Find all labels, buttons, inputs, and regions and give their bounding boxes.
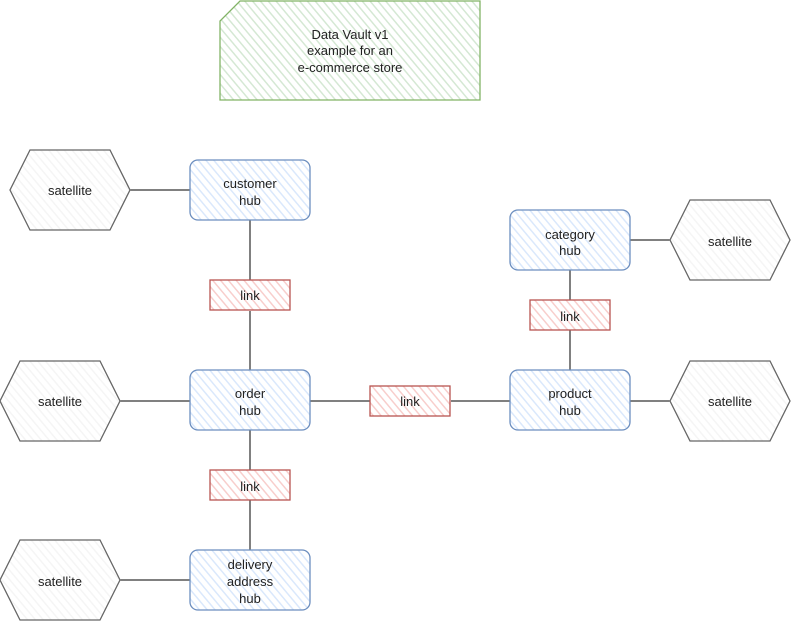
satellite-delivery-label: satellite <box>38 574 82 589</box>
link-customer-order-box[interactable] <box>209 279 291 311</box>
hub-product-line-2: hub <box>559 403 581 418</box>
link-order-delivery[interactable]: link <box>209 469 291 501</box>
satellite-customer-shape[interactable] <box>9 149 131 231</box>
satellite-order[interactable]: satellite <box>0 360 121 442</box>
satellite-category[interactable]: satellite <box>669 199 791 281</box>
hub-order-box[interactable] <box>189 369 311 431</box>
hub-category-line-2: hub <box>559 243 581 258</box>
satellite-category-label: satellite <box>708 234 752 249</box>
hub-order-line-1: order <box>235 386 266 401</box>
hub-delivery-address[interactable]: delivery address hub <box>189 549 311 611</box>
link-order-product-box[interactable] <box>369 385 451 417</box>
note-line-1: Data Vault v1 <box>311 27 388 42</box>
satellite-delivery[interactable]: satellite <box>0 539 121 621</box>
hub-delivery-line-1: delivery <box>228 557 273 572</box>
edges <box>120 189 670 581</box>
hub-delivery-line-3: hub <box>239 591 261 606</box>
title-note: Data Vault v1 example for an e-commerce … <box>219 0 481 101</box>
hub-order[interactable]: order hub <box>189 369 311 431</box>
satellite-customer[interactable]: satellite <box>9 149 131 231</box>
satellite-customer-label: satellite <box>48 183 92 198</box>
hub-product[interactable]: product hub <box>509 369 631 431</box>
link-category-product-box[interactable] <box>529 299 611 331</box>
link-order-product[interactable]: link <box>369 385 451 417</box>
hub-category-line-1: category <box>545 227 595 242</box>
link-customer-order-label: link <box>240 288 260 303</box>
link-category-product[interactable]: link <box>529 299 611 331</box>
hub-delivery-line-2: address <box>227 574 274 589</box>
satellite-delivery-shape[interactable] <box>0 539 121 621</box>
note-shape <box>219 0 481 101</box>
satellite-product[interactable]: satellite <box>669 360 791 442</box>
hub-product-box[interactable] <box>509 369 631 431</box>
hub-category[interactable]: category hub <box>509 209 631 271</box>
link-order-delivery-box[interactable] <box>209 469 291 501</box>
satellite-order-shape[interactable] <box>0 360 121 442</box>
hub-delivery-box[interactable] <box>189 549 311 611</box>
satellite-order-label: satellite <box>38 394 82 409</box>
link-order-delivery-label: link <box>240 479 260 494</box>
satellite-product-shape[interactable] <box>669 360 791 442</box>
satellite-product-label: satellite <box>708 394 752 409</box>
hub-product-line-1: product <box>548 386 592 401</box>
hub-order-line-2: hub <box>239 403 261 418</box>
link-order-product-label: link <box>400 394 420 409</box>
hub-customer-box[interactable] <box>189 159 311 221</box>
hub-customer-line-1: customer <box>223 176 277 191</box>
hub-category-box[interactable] <box>509 209 631 271</box>
note-line-2: example for an <box>307 43 393 58</box>
link-category-product-label: link <box>560 309 580 324</box>
note-line-3: e-commerce store <box>298 60 403 75</box>
hub-customer-line-2: hub <box>239 193 261 208</box>
hub-customer[interactable]: customer hub <box>189 159 311 221</box>
satellite-category-shape[interactable] <box>669 199 791 281</box>
link-customer-order[interactable]: link <box>209 279 291 311</box>
